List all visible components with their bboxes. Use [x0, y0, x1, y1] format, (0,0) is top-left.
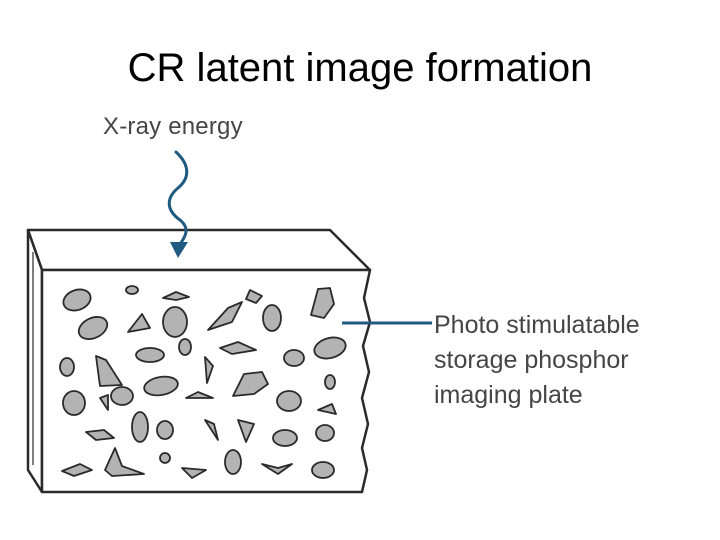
phosphor-grain — [185, 391, 214, 399]
plate-label-line: imaging plate — [434, 381, 583, 409]
phosphor-grain — [99, 394, 109, 411]
phosphor-grain — [143, 375, 179, 397]
phosphor-grain — [324, 374, 336, 390]
phosphor-grain — [204, 356, 214, 384]
phosphor-grain — [62, 390, 86, 416]
xray-arrow-head — [170, 242, 188, 258]
plate-side-face — [26, 228, 44, 494]
xray-energy-label: X-ray energy — [103, 113, 243, 140]
phosphor-grain — [178, 338, 192, 356]
plate-label-line: storage phosphor — [434, 346, 629, 374]
phosphor-grain — [127, 313, 151, 333]
phosphor-grain — [131, 411, 149, 443]
plate-top-face — [26, 228, 372, 272]
phosphor-grain — [276, 390, 302, 412]
phosphor-grain — [110, 386, 134, 406]
phosphor-grain — [125, 285, 139, 295]
phosphor-grain — [237, 419, 255, 443]
phosphor-grain — [181, 467, 207, 479]
phosphor-grain — [311, 461, 335, 479]
phosphor-grain — [95, 355, 123, 387]
xray-arrow-wave — [167, 150, 189, 246]
phosphor-grain — [77, 316, 109, 340]
phosphor-grain — [224, 449, 242, 475]
plate-label-line: Photo stimulatable — [434, 311, 640, 339]
phosphor-grain — [135, 347, 165, 363]
phosphor-grain — [59, 357, 75, 377]
phosphor-grain — [315, 424, 335, 442]
phosphor-grain — [62, 288, 92, 312]
phosphor-grain — [262, 304, 282, 332]
phosphor-grain — [159, 452, 171, 464]
phosphor-grain — [207, 301, 243, 331]
phosphor-grain — [261, 463, 293, 475]
phosphor-grain — [104, 447, 145, 477]
page-title: CR latent image formation — [127, 46, 593, 90]
phosphor-grain — [85, 429, 115, 441]
phosphor-grain — [61, 463, 93, 477]
plate-label: Photo stimulatable storage phosphor imag… — [434, 308, 640, 413]
phosphor-grain — [162, 291, 190, 301]
phosphor-grain — [310, 287, 335, 319]
phosphor-grain — [219, 341, 257, 355]
phosphor-grain — [317, 403, 337, 415]
phosphor-grain — [283, 349, 305, 367]
phosphor-grain — [204, 419, 219, 441]
phosphor-grain — [272, 429, 298, 447]
phosphor-grain — [313, 336, 347, 360]
phosphor-grain — [232, 371, 269, 397]
phosphor-grain — [156, 420, 174, 440]
phosphor-grain — [162, 306, 188, 338]
phosphor-grains — [59, 285, 347, 479]
phosphor-grain — [245, 289, 263, 304]
